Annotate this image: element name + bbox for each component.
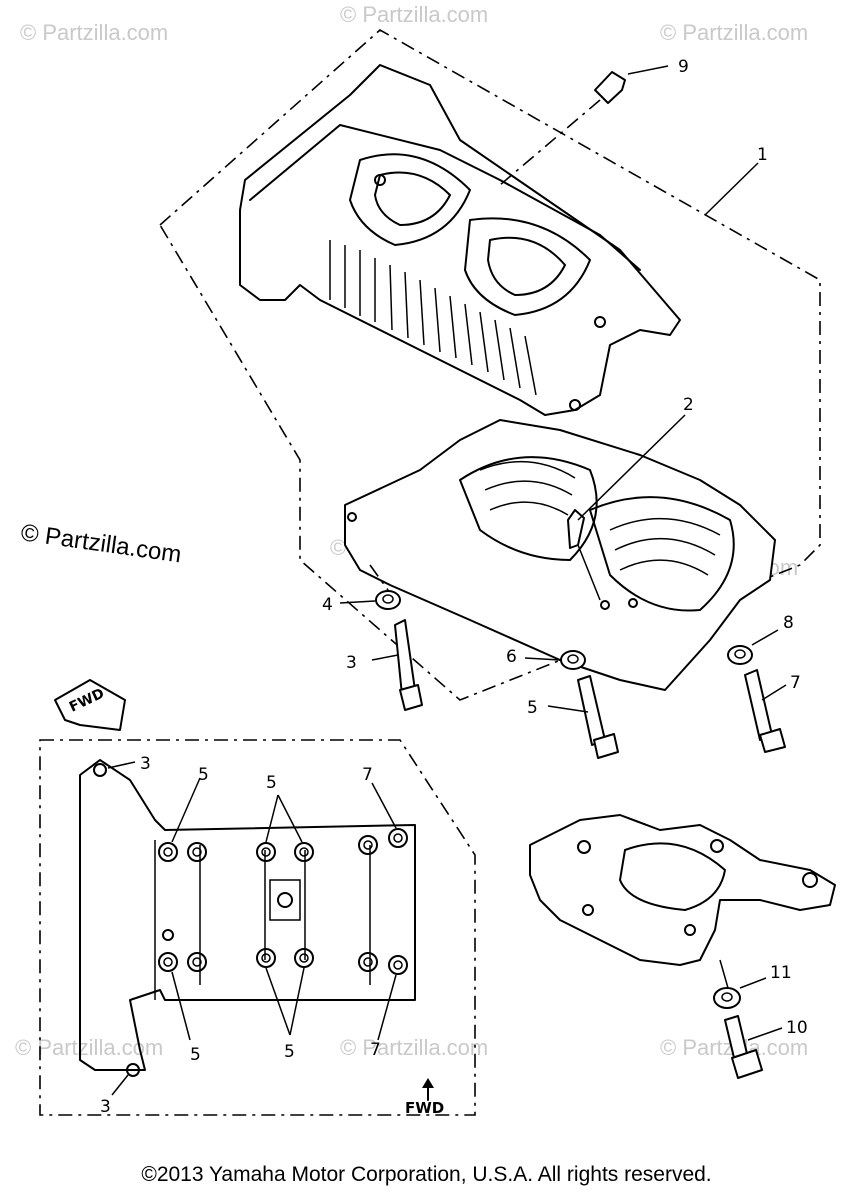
- callout-6: 6: [506, 647, 517, 667]
- callout-11: 11: [770, 963, 792, 983]
- bolt-part-7: [744, 669, 787, 753]
- plan-callout-7-top: 7: [362, 765, 373, 785]
- callout-10: 10: [786, 1018, 808, 1038]
- lower-crankcase: [344, 419, 776, 691]
- watermark-bottom-center: © Partzilla.com: [340, 1035, 488, 1060]
- watermark-top-right: © Partzilla.com: [660, 20, 808, 45]
- leader-part-1: [704, 162, 759, 216]
- callout-3: 3: [346, 653, 357, 673]
- plan-callout-3-bottom: 3: [100, 1097, 111, 1117]
- plan-view-outline: [39, 739, 476, 1116]
- plan-callout-5-center: 5: [266, 773, 277, 793]
- callout-8: 8: [783, 613, 794, 633]
- bracket: [529, 814, 836, 996]
- watermark-top-center: © Partzilla.com: [340, 2, 488, 27]
- plan-callout-5-left: 5: [198, 765, 209, 785]
- watermark-main: © Partzilla.com: [19, 519, 183, 568]
- washer-part-8: [727, 629, 779, 665]
- washer-part-4: [339, 564, 401, 610]
- callout-7: 7: [790, 673, 801, 693]
- fwd-arrow: [422, 1078, 434, 1101]
- plan-callout-5-bottom-center: 5: [284, 1042, 295, 1062]
- crankcase-group-outline: [158, 29, 821, 701]
- upper-crankcase: [239, 64, 681, 416]
- copyright-notice: ©2013 Yamaha Motor Corporation, U.S.A. A…: [141, 1163, 712, 1186]
- callout-9: 9: [678, 57, 689, 77]
- cooling-fins: [329, 240, 537, 396]
- plan-callout-7-bottom: 7: [370, 1040, 381, 1060]
- callout-5: 5: [527, 698, 538, 718]
- callout-4: 4: [322, 595, 333, 615]
- fwd-arrow-label: FWD: [405, 1099, 444, 1117]
- bolt-part-3: [371, 619, 423, 711]
- callout-labels: 1 2 3 4 5 6 7 8 9 10 11 3 5 5 7 5 5 7 3 …: [100, 57, 808, 1117]
- bolt-part-10: [724, 1015, 783, 1079]
- fwd-badge: FWD: [54, 679, 126, 731]
- plan-callout-3-top: 3: [140, 754, 151, 774]
- washer-part-6: [524, 650, 586, 670]
- bolt-part-5: [547, 675, 619, 759]
- screw-part-9: [499, 65, 669, 186]
- callout-1: 1: [757, 145, 768, 165]
- watermark-top-left: © Partzilla.com: [20, 20, 168, 45]
- plan-callout-5-bottom-left: 5: [190, 1045, 201, 1065]
- callout-2: 2: [683, 395, 694, 415]
- plan-view-body: [79, 759, 416, 1096]
- nut-part-11: [713, 977, 767, 1009]
- dowel-pin: [567, 414, 686, 601]
